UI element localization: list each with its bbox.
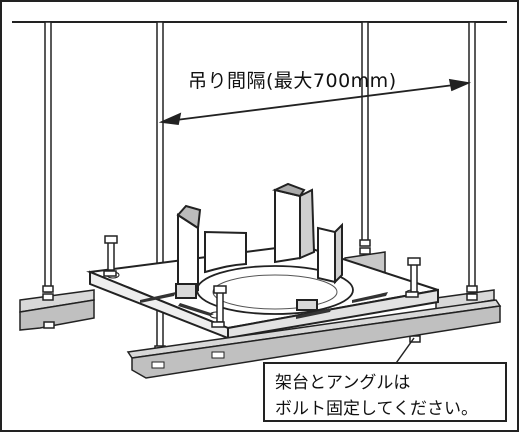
front-angle-bar xyxy=(126,299,502,379)
arrow-mark xyxy=(178,303,214,316)
rod-back-left xyxy=(44,21,52,293)
nut xyxy=(405,291,419,298)
spacing-dimension-arrow xyxy=(158,78,472,125)
nut xyxy=(103,270,117,277)
nut xyxy=(43,321,55,329)
nut xyxy=(466,293,478,301)
rod-front-right xyxy=(361,21,369,245)
arrow-mark xyxy=(296,308,332,319)
nut xyxy=(151,361,165,369)
rod-back-right xyxy=(468,21,476,291)
note-callout: 架台とアングルは ボルト固定してください。 xyxy=(263,362,507,422)
nut xyxy=(42,293,54,301)
arrow-mark xyxy=(352,292,388,303)
note-line-1: 架台とアングルは xyxy=(275,373,411,393)
nut xyxy=(42,285,54,293)
bolt xyxy=(216,289,224,323)
pipe-holder xyxy=(175,182,343,311)
note-leader-line xyxy=(393,337,415,367)
nut xyxy=(466,285,478,293)
arrow-mark xyxy=(140,292,176,303)
spacing-label: 吊り間隔(最大700mm) xyxy=(188,70,397,92)
note-line-2: ボルト固定してください。 xyxy=(275,399,478,419)
bolt xyxy=(410,261,418,293)
nut xyxy=(359,239,371,247)
left-angle-bar xyxy=(19,289,95,331)
bolts xyxy=(104,235,421,323)
nut xyxy=(359,247,371,255)
nut xyxy=(211,321,225,328)
nut xyxy=(211,351,225,359)
bolt xyxy=(107,239,115,271)
